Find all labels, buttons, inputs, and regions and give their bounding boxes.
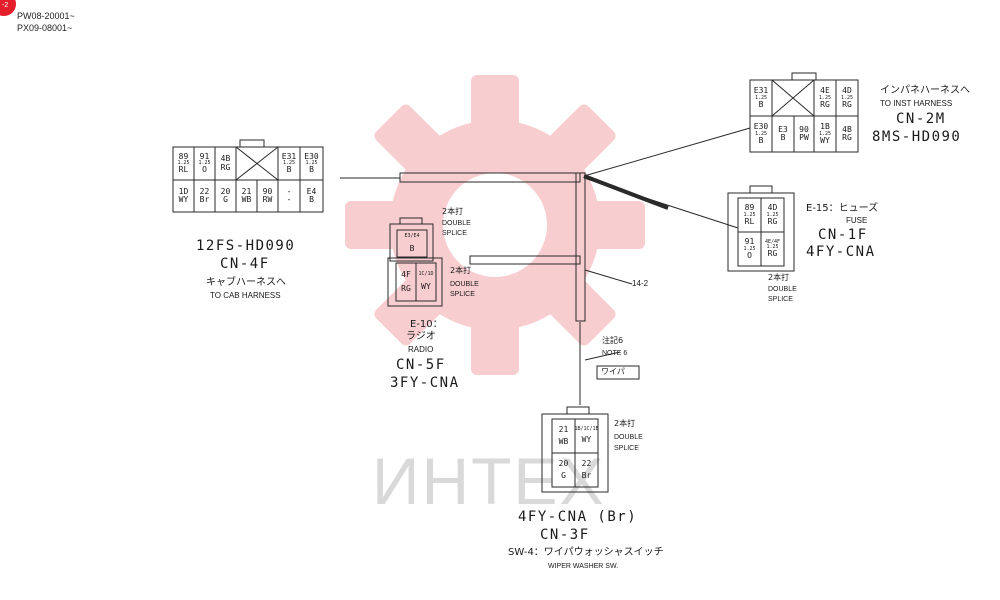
cn5f-splice-right-en: SPLICE: [450, 291, 475, 298]
cn1f-label: E-15：ヒューズ: [806, 203, 879, 214]
cn3f-splice-jp: 2本打: [614, 419, 636, 428]
cn2m-desc-en: TO INST HARNESS: [880, 99, 953, 108]
cn4f-desc-jp: キャブハーネスへ: [206, 277, 286, 288]
cn3f-label-en: WIPER WASHER SW.: [548, 563, 619, 570]
page-badge: [0, 0, 16, 16]
cn5f-splice-right-jp: 2本打: [450, 266, 472, 275]
cn1f-splice-en: DOUBLE: [768, 286, 797, 293]
branch-point-label: 14-2: [632, 279, 649, 288]
cn4f-name: CN-4F: [220, 256, 270, 272]
watermark-text: ИНТЕХ: [372, 444, 606, 518]
cn1f-part-number: 4FY-CNA: [806, 244, 876, 260]
cn5f-label-en: RADIO: [408, 345, 434, 354]
cn3f-splice-en: DOUBLE: [614, 434, 643, 441]
cn2m-desc-jp: インパネハーネスへ: [880, 85, 970, 96]
cn5f-splice-top-en: DOUBLE: [442, 220, 471, 227]
cn3f-connector: [541, 406, 609, 493]
model-line-1: PW08-20001~: [17, 11, 75, 21]
cn3f-splice-en: SPLICE: [614, 445, 639, 452]
cn1f-name: CN-1F: [818, 227, 868, 243]
model-line-2: PX09-08001~: [17, 23, 73, 33]
cn5f-connector: [387, 217, 443, 307]
cn5f-label: E-10：: [410, 319, 443, 330]
wiper-tag-label: ワイパ: [601, 367, 625, 376]
cn1f-splice-en: SPLICE: [768, 296, 793, 303]
cn4f-pin: --: [286, 186, 292, 204]
cn4f-part-number: 12FS-HD090: [196, 238, 296, 254]
cn3f-label-jp: SW-4：ワイパウォッシャスイッチ: [508, 547, 664, 558]
cn5f-splice-top-jp: 2本打: [442, 207, 464, 216]
cn2m-connector: [749, 72, 859, 153]
cn4f-desc-en: TO CAB HARNESS: [210, 291, 281, 300]
harness-trunk: [340, 127, 751, 405]
cn1f-label-en: FUSE: [846, 216, 868, 225]
cn1f-splice-jp: 2本打: [768, 273, 790, 282]
note-jp: 注記6: [602, 336, 624, 345]
page-badge-label: -2: [2, 2, 9, 9]
cn2m-name: CN-2M: [896, 111, 946, 127]
cn3f-name: CN-3F: [540, 527, 590, 543]
wiper-tag: [596, 365, 640, 380]
cn2m-part-number: 8MS-HD090: [872, 129, 962, 145]
cn5f-name: CN-5F: [396, 357, 446, 373]
cn5f-label-jp: ラジオ: [406, 331, 436, 342]
cn5f-part-number: 3FY-CNA: [390, 375, 460, 391]
cn3f-part-number: 4FY-CNA (Br): [518, 509, 638, 525]
cn5f-splice-right-en: DOUBLE: [450, 281, 479, 288]
note-en: NOTE 6: [602, 350, 628, 357]
cn4f-connector: [172, 139, 324, 213]
cn5f-splice-top-en: SPLICE: [442, 230, 467, 237]
cn1f-connector: [727, 185, 795, 272]
